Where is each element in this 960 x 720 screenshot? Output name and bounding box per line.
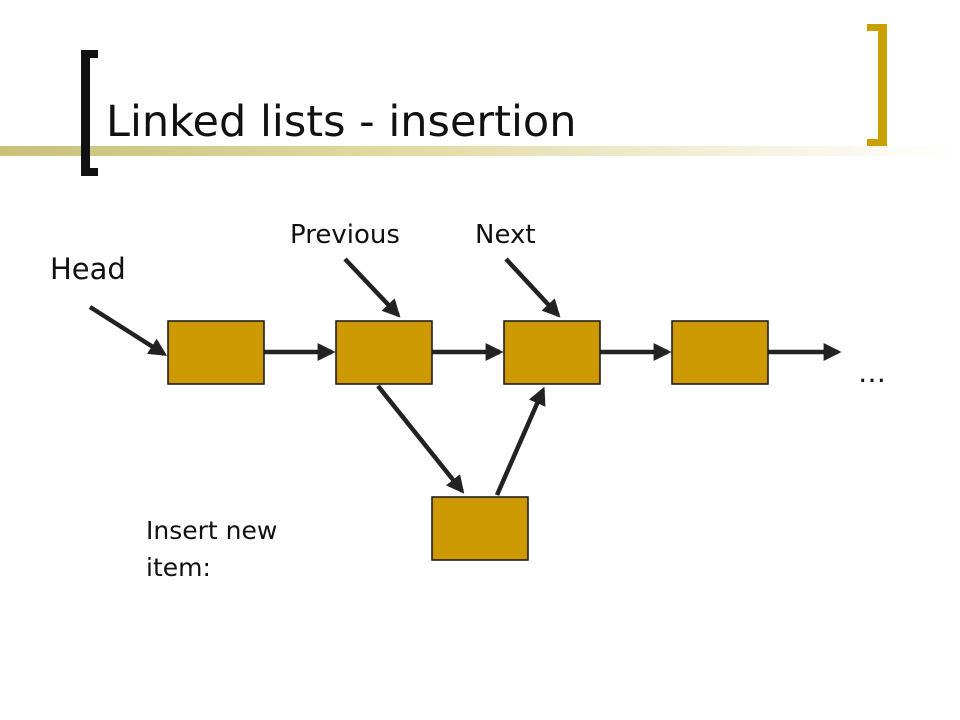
head-label: Head	[50, 252, 126, 286]
list-node-4	[671, 320, 769, 385]
previous-to-new-arrow	[376, 384, 465, 494]
insert-new-item-label: Insert new item:	[146, 512, 346, 586]
list-node-1	[167, 320, 265, 385]
right-bracket-decoration	[867, 24, 887, 146]
list-node-next	[503, 320, 601, 385]
new-item-node	[431, 496, 529, 561]
previous-pointer-arrow	[343, 257, 401, 318]
new-to-next-arrow	[494, 386, 546, 496]
next-pointer-arrow	[504, 257, 561, 318]
next-label: Next	[475, 220, 536, 250]
continuation-ellipsis: …	[858, 356, 886, 389]
title-underline-band	[0, 146, 960, 156]
slide-title: Linked lists - insertion	[106, 97, 577, 147]
insert-label-line-1: Insert new	[146, 516, 278, 545]
previous-label: Previous	[290, 220, 400, 250]
head-pointer-arrow	[88, 305, 168, 356]
list-node-previous	[335, 320, 433, 385]
insert-label-line-2: item:	[146, 553, 211, 582]
left-bracket-decoration	[81, 50, 98, 176]
